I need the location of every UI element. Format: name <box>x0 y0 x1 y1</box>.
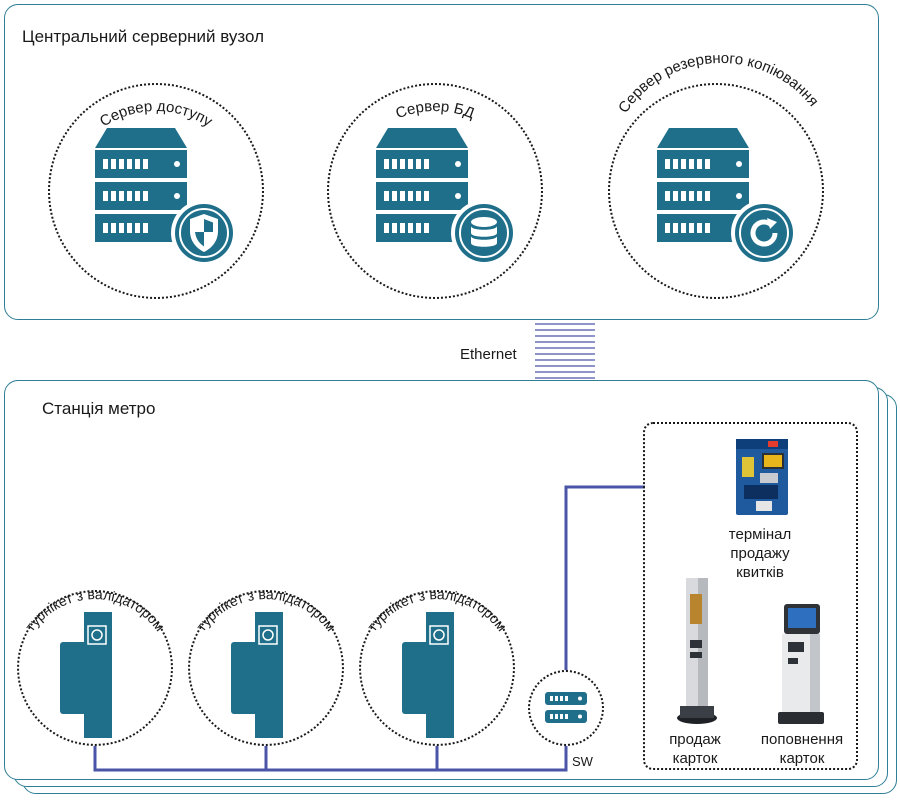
backup-icon <box>731 200 797 266</box>
turnstile-icon <box>60 612 112 738</box>
shield-icon <box>171 200 237 266</box>
terminals-box <box>643 422 858 770</box>
server-rack-icon <box>95 128 187 242</box>
ethernet-cable <box>535 323 595 379</box>
switch-label: SW <box>572 754 593 769</box>
server-access-label-arc: Сервер доступу <box>97 98 216 131</box>
server-rack-icon <box>657 128 749 242</box>
station-title: Станція метро <box>42 399 156 418</box>
switch-icon <box>545 692 587 723</box>
server-db-label-arc: Сервер БД <box>393 98 476 122</box>
ticket-terminal-image <box>736 439 788 515</box>
switch-circle <box>528 670 604 746</box>
ticket-terminal-label: термінал продажу квитків <box>695 525 825 582</box>
ticket-terminal-label-line: квитків <box>736 564 784 581</box>
card-sales-kiosk-image <box>677 578 717 724</box>
ticket-terminal-label-line: продажу <box>730 545 790 562</box>
card-sales-label: продаж карток <box>650 730 740 768</box>
server-access-circle <box>48 83 264 299</box>
card-topup-label-line: карток <box>779 750 825 767</box>
ethernet-label: Ethernet <box>460 346 517 363</box>
card-topup-label: поповнення карток <box>752 730 852 768</box>
server-backup-label-arc: Сервер резервного копіювання <box>615 54 822 116</box>
card-topup-kiosk-image <box>778 604 824 724</box>
turnstile-icon <box>402 612 454 738</box>
server-backup-circle <box>608 83 824 299</box>
server-rack-icon <box>376 128 468 242</box>
card-sales-label-line: карток <box>672 750 718 767</box>
turnstile-icon <box>231 612 283 738</box>
card-sales-label-line: продаж <box>669 731 721 748</box>
card-topup-label-line: поповнення <box>760 731 844 748</box>
central-node-title: Центральний серверний вузол <box>22 27 265 46</box>
server-db-circle <box>327 83 543 299</box>
database-icon <box>451 200 517 266</box>
ticket-terminal-label-line: термінал <box>728 526 792 543</box>
